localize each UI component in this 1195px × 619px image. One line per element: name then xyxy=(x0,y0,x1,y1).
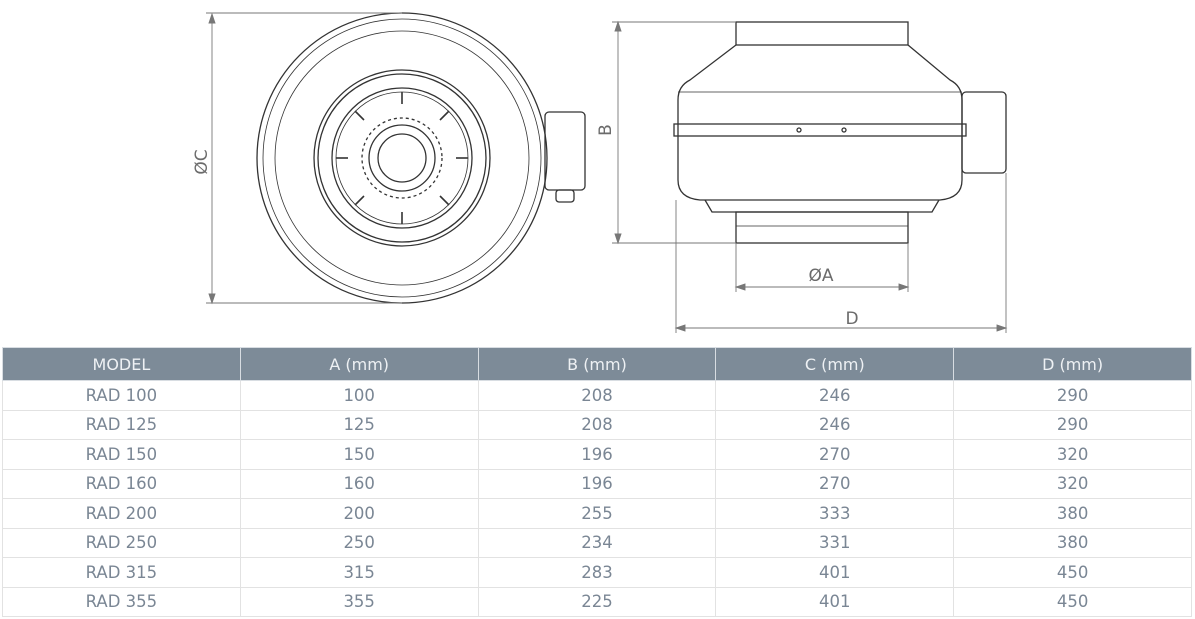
header-model: MODEL xyxy=(2,347,241,381)
front-view: ØC xyxy=(192,12,586,305)
cell-a: 125 xyxy=(239,409,479,440)
cell-c: 246 xyxy=(715,380,955,411)
side-view: B ØA D xyxy=(596,20,1008,333)
cell-a: 200 xyxy=(239,498,479,529)
dim-c-label: ØC xyxy=(192,149,212,174)
junction-box-side xyxy=(961,91,1007,174)
cell-d: 380 xyxy=(953,527,1192,558)
dimension-a xyxy=(734,243,910,292)
cell-d: 290 xyxy=(953,409,1192,440)
cell-model: RAD 150 xyxy=(2,439,241,470)
cell-b: 208 xyxy=(477,380,717,411)
header-b: B (mm) xyxy=(477,347,717,381)
cell-c: 270 xyxy=(715,439,955,470)
cell-c: 401 xyxy=(715,586,955,617)
cell-b: 234 xyxy=(477,527,717,558)
cell-a: 100 xyxy=(239,380,479,411)
cell-b: 255 xyxy=(477,498,717,529)
cell-b: 225 xyxy=(477,586,717,617)
dim-d-label: D xyxy=(845,309,858,329)
table-header-row: MODEL A (mm) B (mm) C (mm) D (mm) xyxy=(2,347,1192,381)
impeller-blades-icon xyxy=(336,92,468,224)
cell-d: 380 xyxy=(953,498,1192,529)
dimension-b xyxy=(612,20,736,245)
cell-model: RAD 355 xyxy=(2,586,241,617)
cell-b: 208 xyxy=(477,409,717,440)
cell-a: 150 xyxy=(239,439,479,470)
cell-c: 401 xyxy=(715,557,955,588)
cell-c: 331 xyxy=(715,527,955,558)
dimension-c xyxy=(206,12,402,305)
cell-b: 283 xyxy=(477,557,717,588)
cell-a: 315 xyxy=(239,557,479,588)
cell-model: RAD 315 xyxy=(2,557,241,588)
cell-a: 160 xyxy=(239,468,479,499)
cell-model: RAD 250 xyxy=(2,527,241,558)
cell-d: 320 xyxy=(953,468,1192,499)
cell-d: 450 xyxy=(953,586,1192,617)
technical-drawing: ØC B ØA D xyxy=(192,12,1008,333)
cell-c: 270 xyxy=(715,468,955,499)
cell-model: RAD 100 xyxy=(2,380,241,411)
cell-d: 450 xyxy=(953,557,1192,588)
cell-c: 246 xyxy=(715,409,955,440)
dimensions-table: MODEL A (mm) B (mm) C (mm) D (mm) RAD 10… xyxy=(2,347,1192,617)
cell-c: 333 xyxy=(715,498,955,529)
dim-b-label: B xyxy=(596,124,616,136)
cell-model: RAD 125 xyxy=(2,409,241,440)
dim-a-label: ØA xyxy=(808,266,833,286)
cell-b: 196 xyxy=(477,439,717,470)
dimension-d xyxy=(674,173,1008,333)
cell-d: 320 xyxy=(953,439,1192,470)
cell-b: 196 xyxy=(477,468,717,499)
header-d: D (mm) xyxy=(953,347,1192,381)
cell-a: 355 xyxy=(239,586,479,617)
cell-a: 250 xyxy=(239,527,479,558)
header-c: C (mm) xyxy=(715,347,955,381)
header-a: A (mm) xyxy=(239,347,479,381)
junction-box xyxy=(544,111,586,191)
cell-model: RAD 200 xyxy=(2,498,241,529)
cell-model: RAD 160 xyxy=(2,468,241,499)
cell-d: 290 xyxy=(953,380,1192,411)
